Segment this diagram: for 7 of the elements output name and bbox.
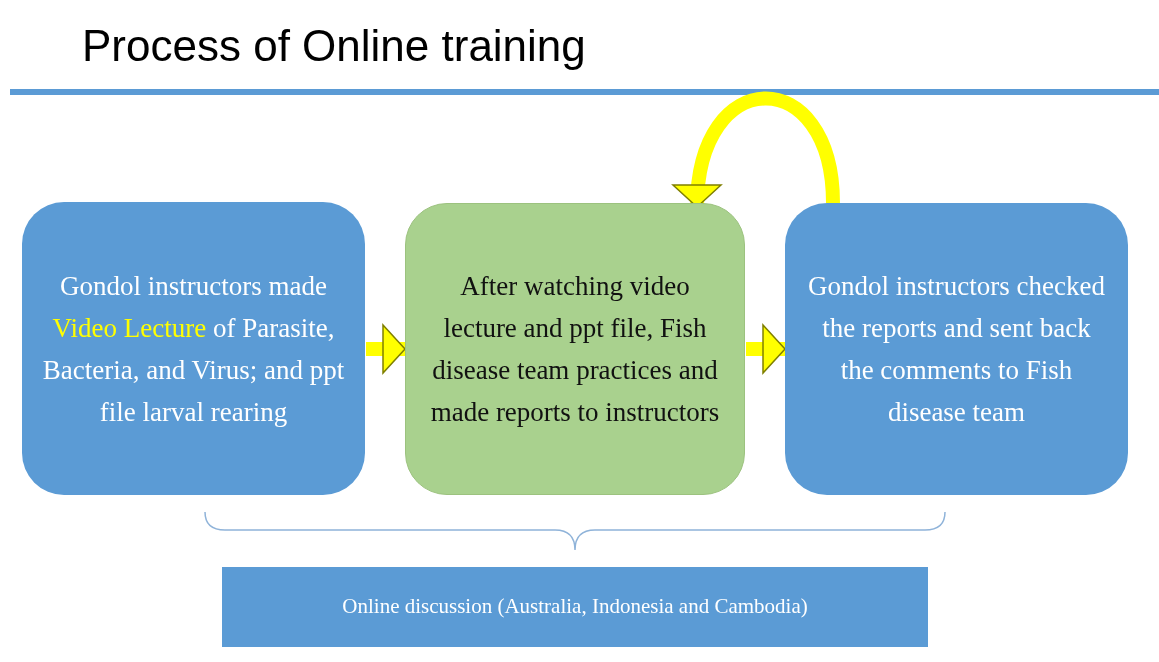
block-arrow [366,324,406,374]
process-box: Gondol instructors checked the reports and sent back the comments to Fish disease team [785,203,1128,495]
block-arrow [746,324,786,374]
title: Process of Online training [82,20,586,72]
discussion-banner: Online discussion (Australia, Indonesia and Cambodia) [222,567,928,647]
process-box: After watching video lecture and ppt file, Fish disease team practices and made reports to instructors [405,203,745,495]
process-box: Gondol instructors made Video Lecture of Parasite, Bacteria, and Virus; and ppt file larval rearing [22,202,365,495]
